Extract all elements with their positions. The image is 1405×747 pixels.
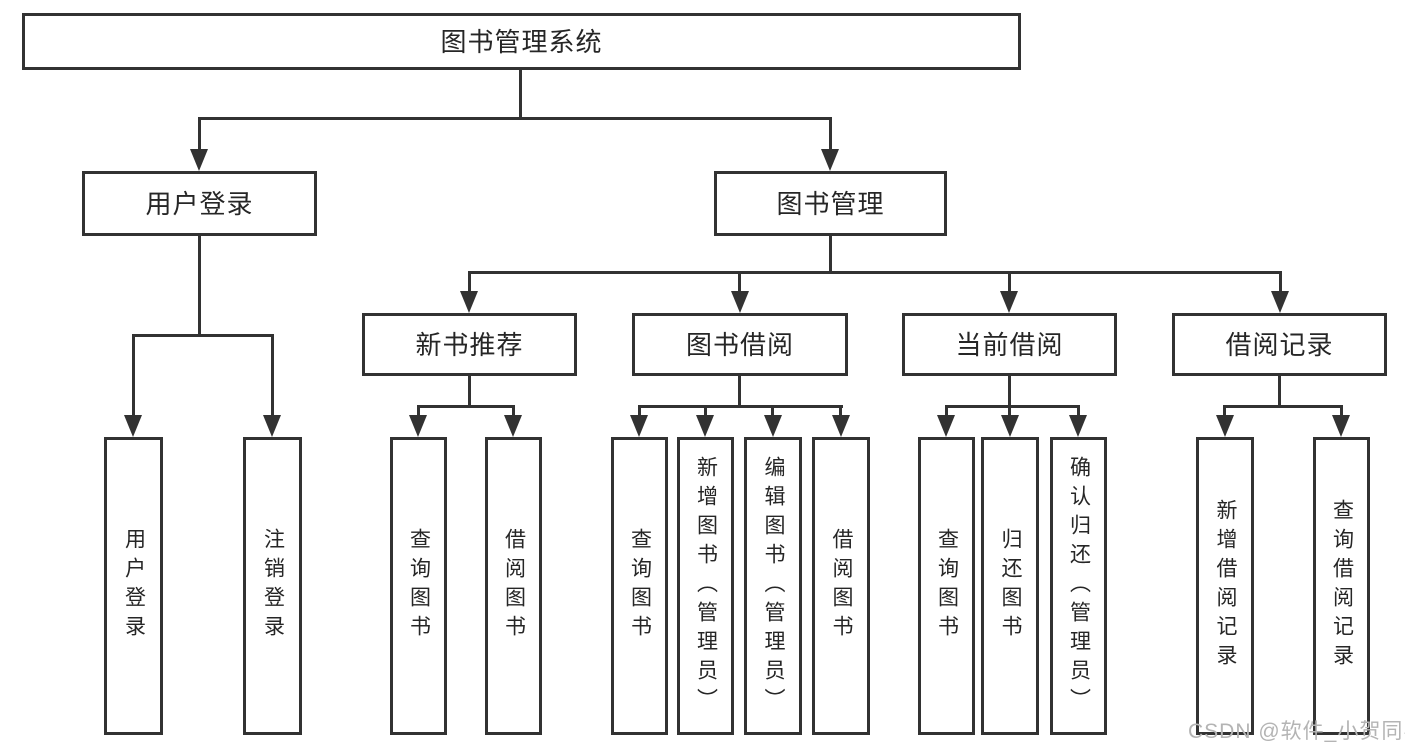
node-leaf-bb-borrow-books-label: 借阅图书 [830, 528, 854, 644]
node-book-management: 图书管理 [714, 171, 947, 236]
node-leaf-bb-query-books: 查询图书 [611, 437, 668, 735]
arrowhead-down-icon [764, 415, 782, 437]
edge-to-leaf-bb-edit [771, 405, 774, 417]
node-leaf-logout-label: 注销登录 [261, 528, 285, 644]
arrowhead-down-icon [1000, 291, 1018, 313]
node-leaf-rec-add-record-label: 新增借阅记录 [1214, 499, 1238, 673]
edge-to-leaf-cb-query [945, 405, 948, 417]
node-leaf-bb-edit-books-label: 编辑图书（管理员） [762, 455, 786, 717]
edge-to-current-borrow [1008, 271, 1011, 295]
edge-to-leaf-rec-add [1223, 405, 1226, 417]
edge-to-leaf-cb-confirm [1077, 405, 1080, 417]
node-leaf-cb-confirm-return-label: 确认归还（管理员） [1067, 455, 1091, 717]
arrowhead-down-icon [460, 291, 478, 313]
arrowhead-down-icon [1332, 415, 1350, 437]
watermark: CSDN @软件_小贺同学 [1188, 720, 1405, 743]
node-leaf-rec-query-record: 查询借阅记录 [1313, 437, 1370, 735]
arrowhead-down-icon [821, 149, 839, 171]
edge-root-stem [519, 69, 522, 120]
edge-book-borrow-bus [638, 405, 843, 408]
edge-book-management-bus [468, 271, 1282, 274]
node-user-login: 用户登录 [82, 171, 317, 236]
edge-user-login-stem [198, 236, 201, 337]
edge-to-leaf-login [132, 334, 135, 416]
edge-borrow-records-bus [1223, 405, 1343, 408]
node-leaf-rec-query-record-label: 查询借阅记录 [1330, 499, 1354, 673]
arrowhead-down-icon [190, 149, 208, 171]
arrowhead-down-icon [1271, 291, 1289, 313]
edge-book-borrow-stem [738, 376, 741, 408]
node-leaf-bb-edit-books: 编辑图书（管理员） [744, 437, 802, 735]
node-root: 图书管理系统 [22, 13, 1021, 70]
node-book-borrow: 图书借阅 [632, 313, 848, 376]
arrowhead-down-icon [1216, 415, 1234, 437]
node-leaf-bb-borrow-books: 借阅图书 [812, 437, 870, 735]
node-current-borrow-label: 当前借阅 [955, 329, 1064, 360]
node-user-login-label: 用户登录 [145, 188, 254, 219]
node-leaf-cb-return-books: 归还图书 [981, 437, 1039, 735]
node-leaf-nb-query-books-label: 查询图书 [407, 528, 431, 644]
edge-to-book-borrow [738, 271, 741, 295]
edge-new-book-stem [468, 376, 471, 408]
node-borrow-records: 借阅记录 [1172, 313, 1387, 376]
edge-to-leaf-logout [271, 334, 274, 416]
edge-to-leaf-bb-add [704, 405, 707, 417]
node-leaf-nb-query-books: 查询图书 [390, 437, 447, 735]
arrowhead-down-icon [630, 415, 648, 437]
node-root-label: 图书管理系统 [440, 26, 603, 57]
node-borrow-records-label: 借阅记录 [1225, 329, 1334, 360]
arrowhead-down-icon [124, 415, 142, 437]
edge-to-book-management [829, 117, 832, 150]
edge-to-new-book-recommend [468, 271, 471, 295]
edge-user-login-bus [132, 334, 274, 337]
edge-to-user-login [198, 117, 201, 150]
edge-current-borrow-bus [945, 405, 1080, 408]
node-leaf-user-login: 用户登录 [104, 437, 163, 735]
node-leaf-cb-query-books: 查询图书 [918, 437, 975, 735]
arrowhead-down-icon [504, 415, 522, 437]
edge-to-leaf-cb-return [1008, 405, 1011, 417]
arrowhead-down-icon [696, 415, 714, 437]
edge-to-borrow-records [1279, 271, 1282, 295]
arrowhead-down-icon [937, 415, 955, 437]
node-leaf-cb-return-books-label: 归还图书 [999, 528, 1023, 644]
node-leaf-logout: 注销登录 [243, 437, 302, 735]
edge-book-management-stem [829, 236, 832, 274]
node-current-borrow: 当前借阅 [902, 313, 1117, 376]
node-leaf-cb-query-books-label: 查询图书 [935, 528, 959, 644]
edge-new-book-bus [417, 405, 515, 408]
node-leaf-user-login-label: 用户登录 [122, 528, 146, 644]
node-new-book-recommend: 新书推荐 [362, 313, 577, 376]
edge-to-leaf-rec-query [1340, 405, 1343, 417]
edge-to-leaf-nb-borrow [512, 405, 515, 417]
arrowhead-down-icon [1069, 415, 1087, 437]
arrowhead-down-icon [832, 415, 850, 437]
node-leaf-nb-borrow-books: 借阅图书 [485, 437, 542, 735]
edge-current-borrow-stem [1008, 376, 1011, 408]
arrowhead-down-icon [731, 291, 749, 313]
arrowhead-down-icon [263, 415, 281, 437]
edge-to-leaf-nb-query [417, 405, 420, 417]
arrowhead-down-icon [1001, 415, 1019, 437]
node-leaf-bb-add-books-label: 新增图书（管理员） [694, 455, 718, 717]
node-leaf-rec-add-record: 新增借阅记录 [1196, 437, 1254, 735]
node-book-borrow-label: 图书借阅 [685, 329, 794, 360]
node-leaf-cb-confirm-return: 确认归还（管理员） [1050, 437, 1107, 735]
node-leaf-nb-borrow-books-label: 借阅图书 [502, 528, 526, 644]
edge-root-bus [198, 117, 831, 120]
node-leaf-bb-query-books-label: 查询图书 [628, 528, 652, 644]
node-leaf-bb-add-books: 新增图书（管理员） [677, 437, 734, 735]
edge-to-leaf-bb-borrow [839, 405, 842, 417]
node-book-management-label: 图书管理 [776, 188, 885, 219]
edge-to-leaf-bb-query [638, 405, 641, 417]
node-new-book-recommend-label: 新书推荐 [415, 329, 524, 360]
arrowhead-down-icon [409, 415, 427, 437]
edge-borrow-records-stem [1278, 376, 1281, 408]
